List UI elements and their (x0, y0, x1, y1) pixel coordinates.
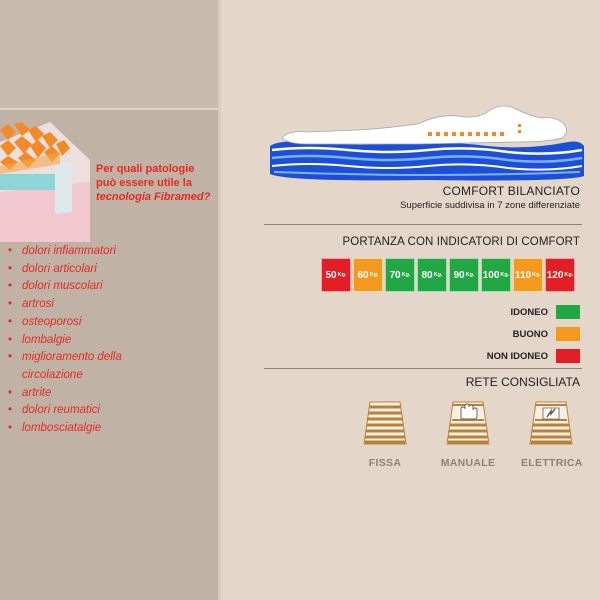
list-item: •artrite (8, 386, 52, 399)
list-item: •osteoporosi (8, 315, 82, 328)
slatted-base-manual-icon (446, 401, 490, 445)
legend-row-buono: BUONO (440, 324, 580, 344)
rete-label-elettrica: ELETTRICA (521, 457, 583, 469)
legend-swatch-green (556, 305, 580, 319)
legend-row-non-idoneo: NON IDONEO (440, 346, 580, 366)
question-line-3: tecnologia Fibramed? (96, 191, 211, 203)
list-item: •artrosi (8, 298, 54, 311)
rete-title: RETE CONSIGLIATA (465, 375, 580, 389)
rete-manuale: MANUALE (438, 400, 498, 469)
legend-swatch-red (556, 349, 580, 363)
comfort-legend: IDONEO BUONO NON IDONEO (440, 302, 580, 368)
section-divider (264, 368, 582, 369)
rete-label-manuale: MANUALE (440, 457, 496, 469)
rete-fissa: FISSA (355, 400, 415, 469)
list-item: •lombalgie (8, 333, 72, 346)
list-item: •lombosciatalgie (8, 422, 102, 435)
legend-swatch-orange (556, 327, 580, 341)
comfort-subtitle: Superficie suddivisa in 7 zone differenz… (400, 200, 580, 211)
rete-elettrica: ELETTRICA (521, 400, 583, 469)
legend-row-idoneo: IDONEO (440, 302, 580, 322)
portanza-title: PORTANZA CON INDICATORI DI COMFORT (342, 236, 580, 248)
slatted-base-electric-icon (529, 401, 573, 445)
list-item: •miglioramento della (8, 351, 122, 364)
pathology-question: Per quali patologie può essere utile la … (96, 162, 218, 204)
panel-divider (218, 0, 221, 600)
list-item: •dolori infiammatori (8, 245, 116, 257)
list-item: •dolori reumatici (8, 404, 100, 417)
comfort-title: COMFORT BILANCIATO (442, 184, 580, 198)
slatted-base-fixed-icon (363, 401, 407, 445)
section-divider (264, 224, 582, 225)
left-top-panel (0, 0, 218, 110)
rete-label-fissa: FISSA (368, 457, 402, 469)
question-line-1: Per quali patologie (96, 163, 195, 175)
question-line-2: può essere utile la (96, 177, 192, 189)
list-item: •dolori articolari (8, 262, 97, 275)
body-on-mattress-illustration (270, 105, 584, 181)
pathology-list: •dolori infiammatori •dolori articolari … (8, 243, 122, 438)
mattress-section-illustration (0, 122, 90, 242)
list-item-continuation: circolazione (22, 368, 83, 381)
list-item: •dolori muscolari (8, 280, 103, 293)
